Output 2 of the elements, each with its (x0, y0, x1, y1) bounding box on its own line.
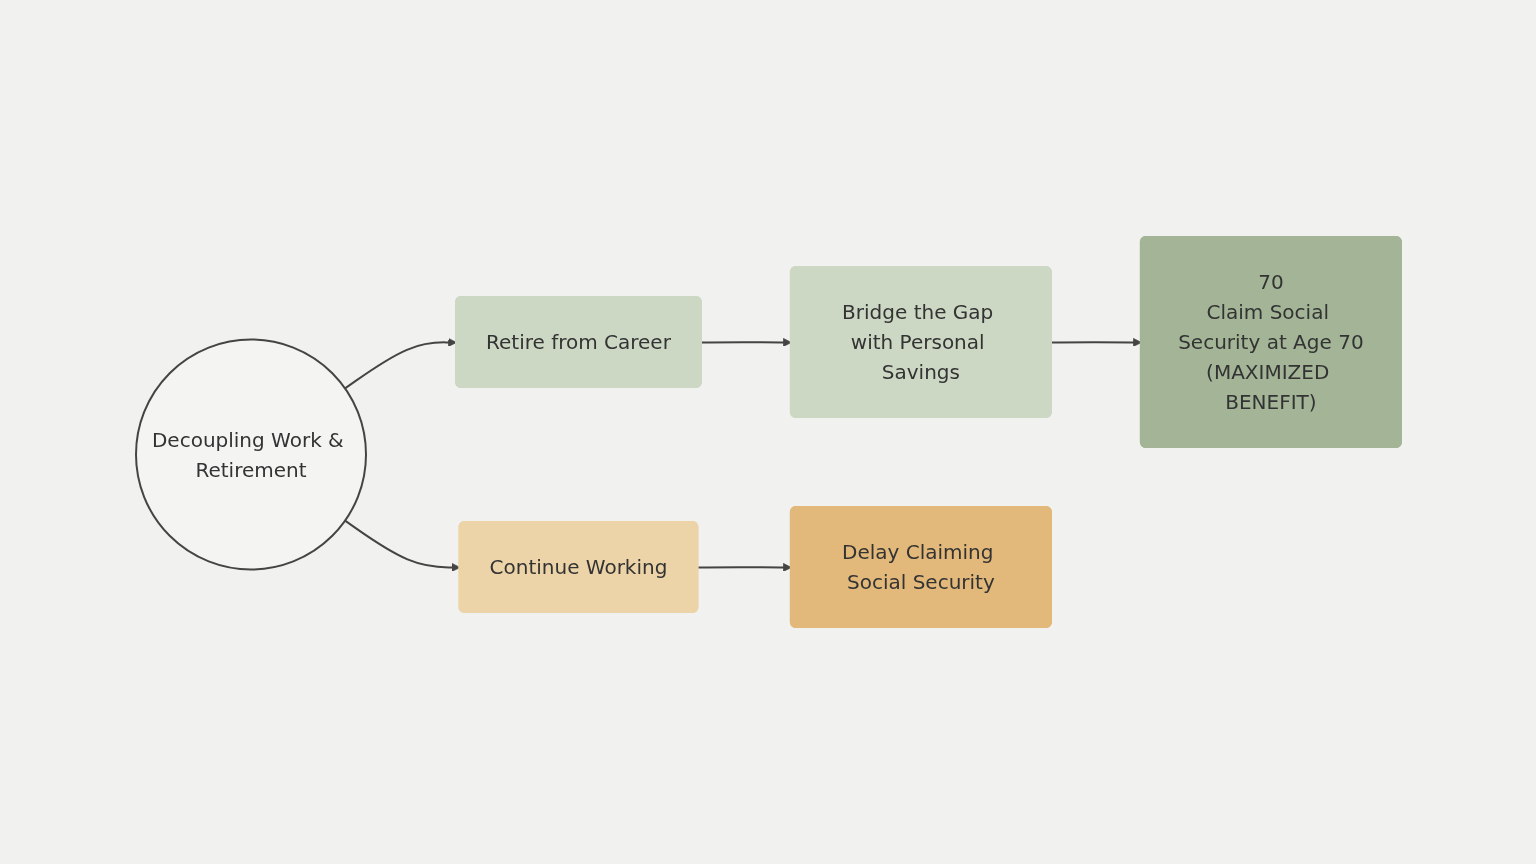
arrow (343, 519, 460, 572)
node-circle: Decoupling Work & Retirement (134, 338, 367, 571)
